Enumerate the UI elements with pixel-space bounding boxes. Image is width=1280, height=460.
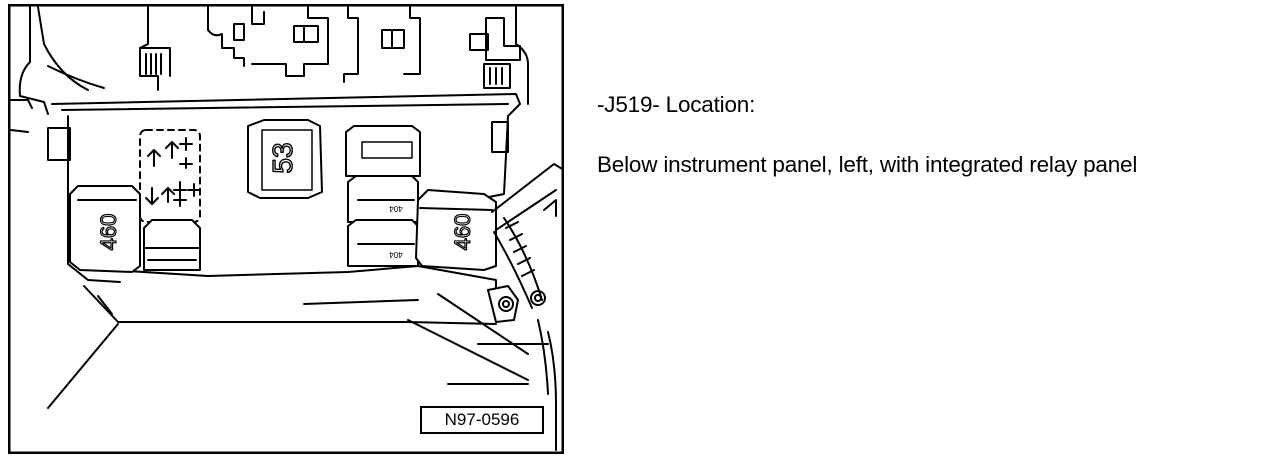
location-description-block: -J519- Location: Below instrument panel,… [597, 90, 1277, 180]
figure-reference-label: N97-0596 [420, 406, 544, 434]
relay-label-center: 53 [267, 142, 298, 173]
figure-frame [8, 4, 564, 454]
location-description: Below instrument panel, left, with integ… [597, 152, 1138, 177]
relay-label-left: 460 [96, 214, 121, 251]
relay-label-small-lower: 404 [389, 250, 403, 259]
relay-label-right: 460 [450, 214, 475, 251]
location-heading: -J519- Location: [597, 92, 756, 117]
relay-label-small-upper: 404 [389, 204, 403, 213]
relay-panel-illustration: 460 53 460 404 404 N97-0596 [8, 4, 564, 454]
